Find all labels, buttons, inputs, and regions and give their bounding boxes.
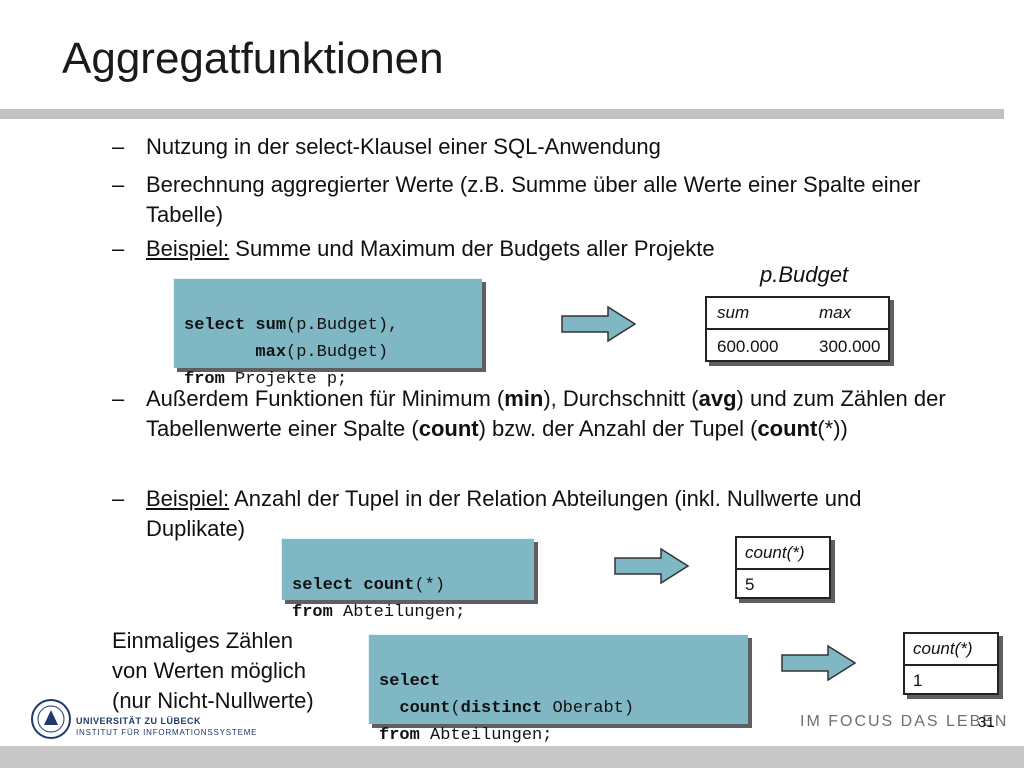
code-line: from Abteilungen; <box>379 726 553 745</box>
code-line: max(p.Budget) <box>255 343 389 362</box>
code-line: from Abteilungen; <box>292 603 466 622</box>
code-line: from Projekte p; <box>184 370 348 389</box>
code-block-count: select count(*) from Abteilungen; <box>281 538 534 622</box>
code-line: select sum(p.Budget), <box>184 316 399 335</box>
column-header-sum: sum <box>717 303 750 322</box>
table-header: count(*) <box>905 634 997 666</box>
column-header-count: count(*) <box>745 543 805 562</box>
table-header: sum max <box>707 298 888 330</box>
column-header-max: max <box>819 303 852 322</box>
result-table-count: count(*) 5 <box>735 536 831 599</box>
bullet-text: Beispiel: Summe und Maximum der Budgets … <box>146 234 966 264</box>
university-seal-icon <box>31 699 71 739</box>
bullet-text: Beispiel: Anzahl der Tupel in der Relati… <box>146 484 946 544</box>
bullet-text: Außerdem Funktionen für Minimum (min), D… <box>146 386 946 441</box>
institute-name: INSTITUT FÜR INFORMATIONSSYSTEME <box>76 728 258 737</box>
title-divider <box>0 109 1004 119</box>
slide-title: Aggregatfunktionen <box>62 34 444 83</box>
right-arrow-icon <box>561 305 637 343</box>
code-line: select <box>379 672 441 691</box>
cell-sum: 600.000 <box>717 337 779 356</box>
bullet-dash: – <box>112 172 125 197</box>
note-line: (nur Nicht-Nullwerte) <box>112 688 314 713</box>
example-text: Summe und Maximum der Budgets aller Proj… <box>229 236 715 261</box>
right-arrow-icon <box>614 547 690 585</box>
note-text: Einmaliges Zählen von Werten möglich (nu… <box>112 626 314 716</box>
code-block-count-distinct: select count(distinct Oberabt) from Abtei… <box>368 634 748 745</box>
right-arrow-icon <box>781 644 857 682</box>
table-header: count(*) <box>737 538 829 570</box>
result-table-count-distinct: count(*) 1 <box>903 632 999 695</box>
code-line: count(distinct Oberabt) <box>399 699 635 718</box>
code-block-sum-max: select sum(p.Budget), max(p.Budget) from … <box>173 278 482 389</box>
bullet-text: Nutzung in der select-Klausel einer SQL-… <box>146 134 661 159</box>
footer-bar <box>0 746 1024 768</box>
table-row: 600.000 300.000 <box>707 330 888 364</box>
note-line: Einmaliges Zählen <box>112 628 293 653</box>
table-row: 1 <box>905 666 997 696</box>
code-line: select count(*) <box>292 576 446 595</box>
bullet-dash: – <box>112 386 125 411</box>
table-label: p.Budget <box>760 262 849 287</box>
column-header-count: count(*) <box>913 639 973 658</box>
example-prefix: Beispiel: <box>146 236 230 261</box>
university-logo-text: UNIVERSITÄT ZU LÜBECK INSTITUT FÜR INFOR… <box>76 716 257 738</box>
cell-count: 1 <box>913 671 923 690</box>
result-table-sum-max: sum max 600.000 300.000 <box>705 296 890 362</box>
example-text: Anzahl der Tupel in der Relation Abteilu… <box>146 486 862 541</box>
bullet-dash: – <box>112 486 125 511</box>
bullet-dash: – <box>112 236 125 261</box>
bullet-dash: – <box>112 134 125 159</box>
note-line: von Werten möglich <box>112 658 307 683</box>
bullet-text: Berechnung aggregierter Werte (z.B. Summ… <box>146 172 921 227</box>
page-number: 31 <box>978 714 995 731</box>
cell-count: 5 <box>745 575 755 594</box>
slogan: IM FOCUS DAS LEBEN <box>800 713 1009 730</box>
table-row: 5 <box>737 570 829 600</box>
example-prefix: Beispiel: <box>146 486 230 511</box>
university-name: UNIVERSITÄT ZU LÜBECK <box>76 716 201 726</box>
cell-max: 300.000 <box>819 337 881 356</box>
